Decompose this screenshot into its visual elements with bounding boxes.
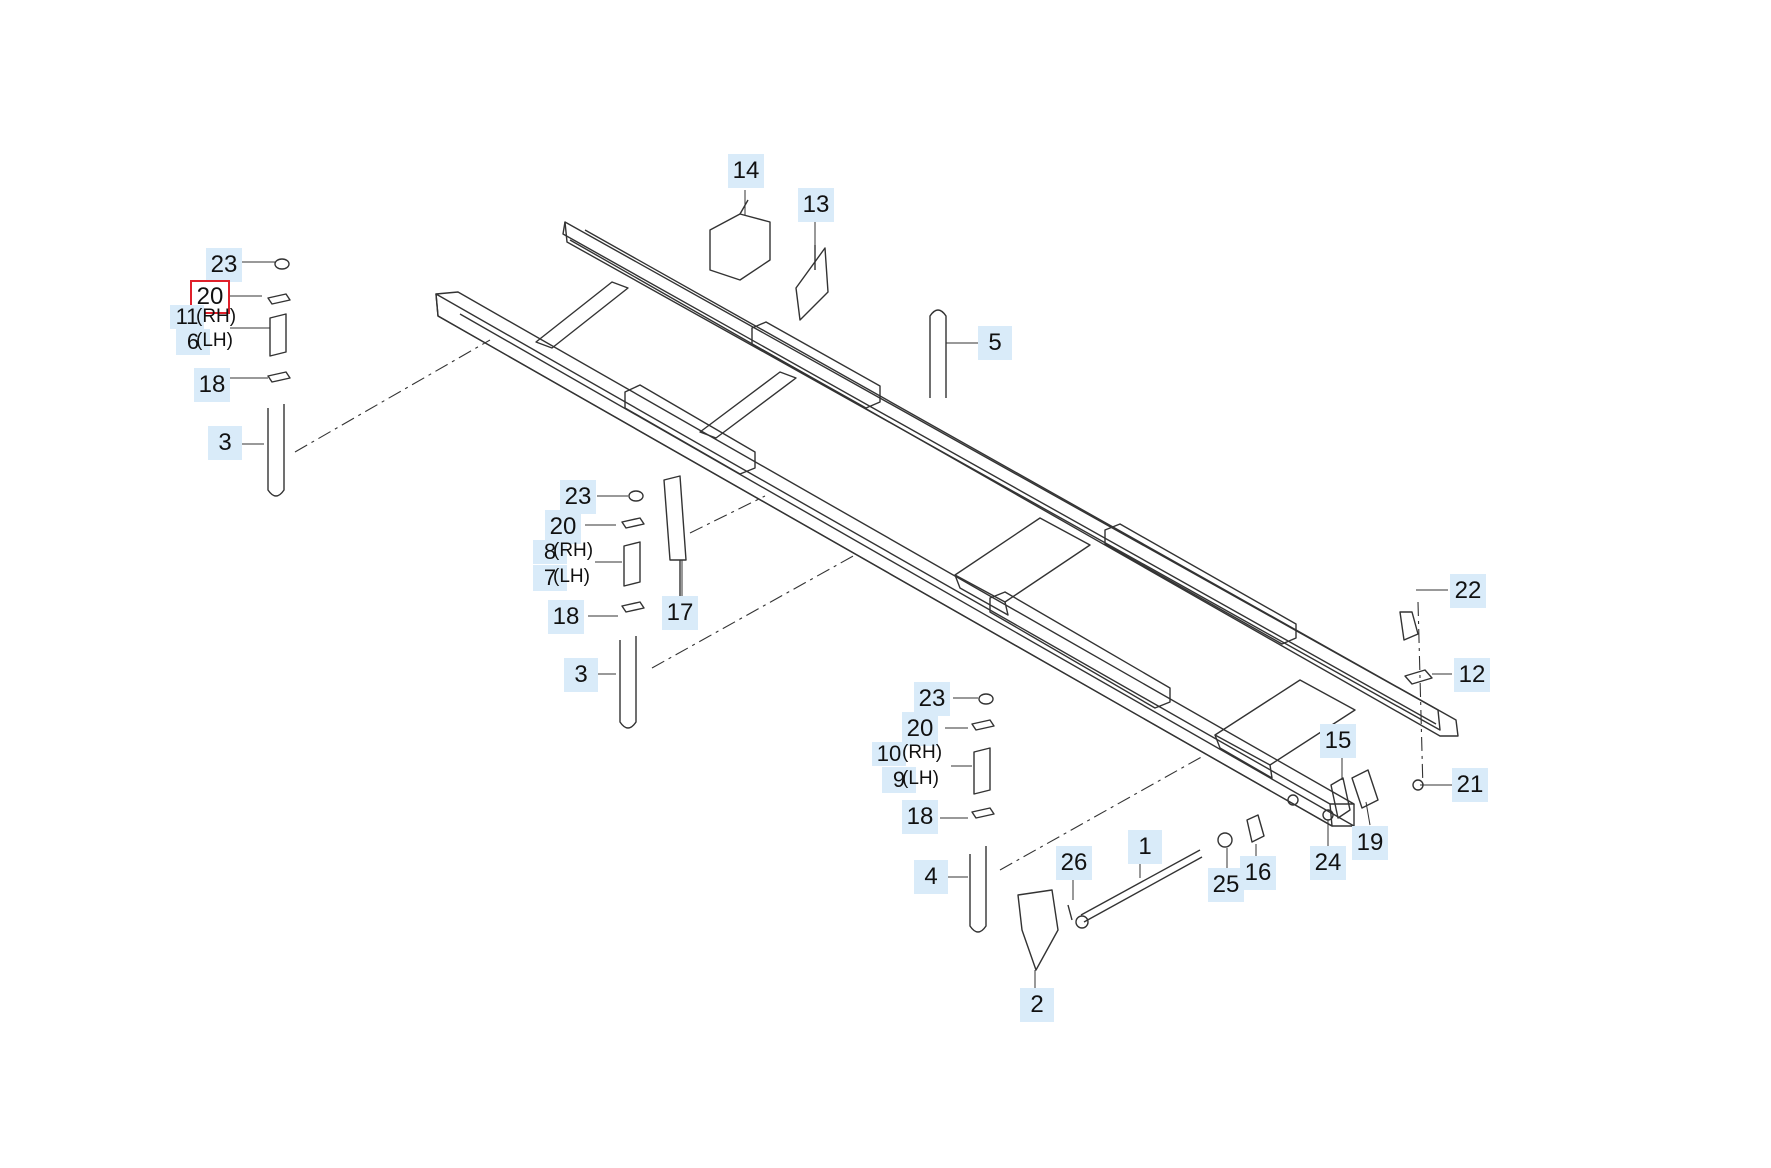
part-13-bracket bbox=[795, 245, 829, 321]
label-rh-8: (RH) bbox=[553, 540, 594, 561]
callout-18-middle[interactable]: 18 bbox=[548, 600, 584, 634]
callout-6[interactable]: 6 bbox=[176, 329, 210, 355]
label-lh-7: (LH) bbox=[553, 566, 590, 587]
callout-15[interactable]: 15 bbox=[1320, 724, 1356, 758]
callout-1[interactable]: 1 bbox=[1128, 830, 1162, 864]
callout-17[interactable]: 17 bbox=[662, 596, 698, 630]
left-hardware-stack bbox=[267, 258, 291, 497]
callout-10[interactable]: 10 bbox=[872, 742, 906, 766]
part-17-bracket bbox=[663, 475, 687, 600]
callout-5[interactable]: 5 bbox=[978, 326, 1012, 360]
callout-23-middle[interactable]: 23 bbox=[560, 480, 596, 514]
callout-16[interactable]: 16 bbox=[1240, 856, 1276, 890]
label-rh-10: (RH) bbox=[902, 742, 943, 763]
callout-18-left[interactable]: 18 bbox=[194, 368, 230, 402]
label-lh-6: (LH) bbox=[196, 330, 233, 351]
callout-23-right[interactable]: 23 bbox=[914, 682, 950, 716]
left-rail bbox=[435, 291, 1355, 827]
callout-19[interactable]: 19 bbox=[1352, 826, 1388, 860]
label-lh-9: (LH) bbox=[902, 768, 939, 789]
callout-3-middle[interactable]: 3 bbox=[564, 658, 598, 692]
right-hardware-stack bbox=[969, 693, 995, 933]
callout-26[interactable]: 26 bbox=[1056, 846, 1092, 880]
label-rh-11: (RH) bbox=[196, 306, 237, 327]
callout-23-left[interactable]: 23 bbox=[206, 248, 242, 282]
axle-parts bbox=[1017, 814, 1265, 971]
callout-4[interactable]: 4 bbox=[914, 860, 948, 894]
callout-20-right[interactable]: 20 bbox=[902, 712, 938, 746]
middle-hardware-stack bbox=[619, 490, 645, 729]
callout-7[interactable]: 7 bbox=[533, 565, 567, 591]
callout-2[interactable]: 2 bbox=[1020, 988, 1054, 1022]
rail-brackets bbox=[624, 321, 1299, 806]
leader-lines bbox=[294, 339, 1424, 871]
callout-12[interactable]: 12 bbox=[1454, 658, 1490, 692]
callout-8[interactable]: 8 bbox=[533, 540, 567, 564]
callout-13[interactable]: 13 bbox=[798, 188, 834, 222]
callout-18-right[interactable]: 18 bbox=[902, 800, 938, 834]
callout-24[interactable]: 24 bbox=[1310, 846, 1346, 880]
callout-3-left[interactable]: 3 bbox=[208, 426, 242, 460]
callout-14[interactable]: 14 bbox=[728, 154, 764, 188]
callout-20-middle[interactable]: 20 bbox=[545, 510, 581, 544]
part-14-bracket bbox=[709, 199, 771, 281]
callout-11[interactable]: 11 bbox=[170, 305, 204, 329]
callout-9[interactable]: 9 bbox=[882, 767, 916, 793]
callout-25[interactable]: 25 bbox=[1208, 868, 1244, 902]
callout-22[interactable]: 22 bbox=[1450, 574, 1486, 608]
cross-members bbox=[535, 281, 1356, 779]
right-rail bbox=[562, 221, 1459, 737]
callout-21[interactable]: 21 bbox=[1452, 768, 1488, 802]
part-5-ubolt bbox=[929, 309, 947, 398]
